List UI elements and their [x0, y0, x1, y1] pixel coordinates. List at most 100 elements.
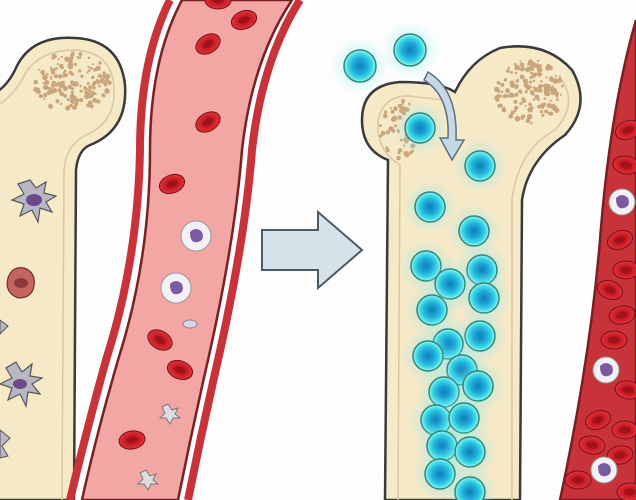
bone-pore	[69, 99, 74, 103]
blood-vessel-dense-icon	[558, 19, 636, 500]
bone-pore	[104, 88, 110, 94]
bone-pore	[531, 73, 537, 78]
bone-pore	[38, 68, 41, 71]
bone-pore	[98, 61, 102, 65]
bone-pore	[69, 103, 73, 108]
red-blood-cell-icon	[614, 380, 636, 400]
bone-pore	[502, 106, 506, 111]
red-blood-cell-icon	[578, 435, 606, 455]
bone-pore	[515, 78, 520, 83]
bone-left-icon	[0, 36, 127, 500]
bone-pore	[528, 102, 532, 107]
bone-pore	[383, 110, 388, 114]
bone-pore	[496, 81, 501, 85]
bone-pore	[97, 84, 101, 88]
bone-pore	[519, 62, 525, 68]
bone-pore	[87, 69, 91, 73]
white-blood-cell-icon	[590, 188, 636, 484]
bone-pore	[401, 102, 404, 106]
platelet-icon	[136, 469, 160, 491]
bone-pore	[525, 84, 531, 91]
bone-pore	[76, 56, 80, 59]
bone-pore	[532, 86, 535, 89]
bone-pore	[49, 66, 53, 69]
bone-pore	[51, 53, 57, 59]
bone-pore	[80, 74, 84, 79]
spongy-bone-texture	[33, 51, 112, 111]
bone-pore	[548, 65, 553, 71]
bone-pore	[91, 75, 95, 80]
bone-pore	[507, 66, 511, 69]
red-blood-cell-icon	[230, 9, 258, 31]
bone-pore	[531, 68, 535, 72]
bone-pore	[522, 78, 528, 84]
bone-pore	[71, 105, 77, 110]
bone-pore	[378, 124, 383, 128]
bone-pore	[534, 94, 540, 100]
bone-pore	[55, 82, 60, 87]
bone-pore	[42, 82, 45, 85]
bone-pore	[75, 80, 78, 84]
bone-pore	[98, 73, 102, 76]
bone-pore	[548, 76, 555, 82]
bone-pore	[62, 74, 66, 78]
bone-pore	[51, 70, 56, 75]
bone-pore	[514, 92, 519, 97]
bone-pore	[402, 100, 405, 103]
bone-pore	[543, 83, 549, 89]
stem-cell-icon	[381, 21, 439, 79]
bone-pore	[59, 82, 66, 88]
bone-pore	[57, 88, 62, 93]
bone-pore	[554, 91, 560, 97]
bone-pore	[40, 69, 45, 75]
bone-pore	[526, 113, 533, 120]
white-blood-cell-icon	[160, 220, 212, 304]
bone-pore	[539, 110, 544, 114]
bone-pore	[78, 69, 82, 73]
bone-pore	[92, 97, 98, 103]
bone-pore	[100, 81, 104, 84]
bone-pore	[511, 83, 515, 86]
bone-pore	[514, 71, 518, 75]
bone-pore	[545, 91, 551, 97]
bone-pore	[519, 101, 523, 106]
bone-pore	[554, 107, 560, 113]
bone-pore	[505, 88, 510, 94]
red-blood-cell-icon	[204, 0, 232, 10]
bone-pore	[524, 90, 528, 94]
bone-right-icon	[331, 21, 582, 500]
stem-cell-icon	[453, 139, 507, 193]
bone-pore	[48, 103, 53, 109]
bone-pore	[510, 110, 515, 115]
bone-pore	[525, 118, 531, 124]
red-blood-cell-icon	[195, 111, 221, 133]
red-blood-cell-icon	[158, 173, 186, 195]
bone-pore	[514, 115, 521, 122]
bone-pore	[519, 60, 522, 63]
bone-pore	[502, 93, 508, 99]
red-blood-cell-icon	[616, 482, 636, 500]
bone-pore	[101, 79, 105, 82]
bone-pore	[87, 91, 90, 95]
bone-pore	[89, 90, 93, 93]
bone-pore	[74, 102, 79, 107]
bone-pore	[521, 97, 526, 101]
bone-pore	[71, 51, 75, 55]
stem-cell-icon	[331, 37, 389, 95]
platelet-icon	[182, 319, 198, 329]
bone-pore	[36, 89, 41, 95]
bone-pore	[552, 88, 555, 91]
bone-pore	[70, 72, 75, 76]
bone-pore	[555, 98, 559, 102]
bone-pore	[513, 83, 519, 89]
bone-pore	[527, 63, 530, 66]
bone-pore	[86, 103, 91, 108]
bone-pore	[529, 75, 533, 80]
bone-pore	[513, 63, 517, 66]
bone-pore	[88, 85, 92, 90]
bone-pore	[63, 69, 67, 73]
osteoclast-icon	[0, 319, 44, 459]
bone-pore	[510, 71, 513, 74]
bone-pore	[66, 97, 70, 102]
